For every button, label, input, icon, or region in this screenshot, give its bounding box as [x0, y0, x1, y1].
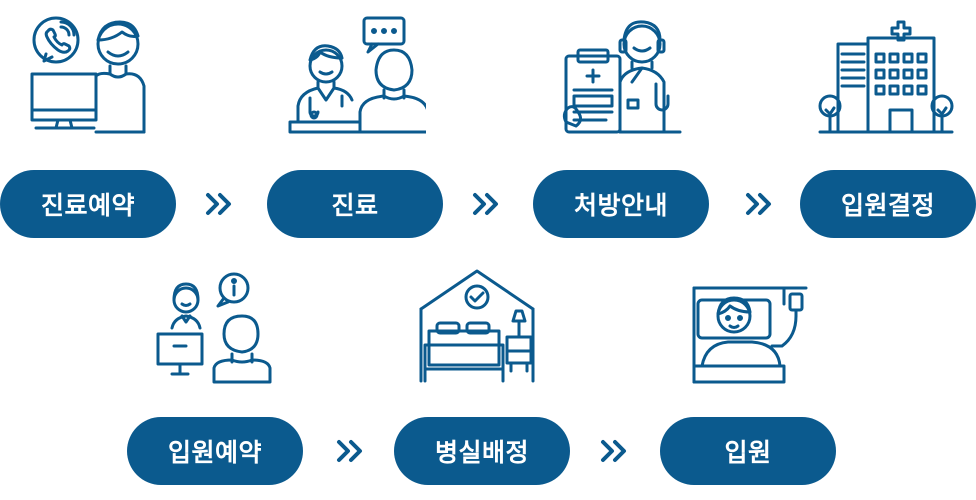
step-room-assignment-pill: 병실배정: [394, 417, 570, 485]
double-chevron-right-icon: [472, 192, 502, 216]
step-label: 입원: [724, 438, 772, 467]
step-label: 처방안내: [573, 191, 668, 220]
prescription-nurse-icon: [560, 14, 685, 139]
double-chevron-right-icon: [600, 439, 630, 463]
doctor-consultation-icon: [286, 14, 426, 139]
step-admission-pill: 입원: [660, 417, 836, 485]
step-label: 진료: [331, 191, 379, 220]
step-prescription-pill: 처방안내: [533, 170, 709, 238]
phone-reservation-icon: [28, 14, 153, 139]
step-appointment-pill: 진료예약: [0, 170, 176, 238]
patient-in-bed-icon: [688, 278, 813, 388]
hospital-building-icon: [816, 14, 956, 139]
step-label: 병실배정: [434, 438, 529, 467]
step-label: 진료예약: [40, 191, 135, 220]
double-chevron-right-icon: [205, 192, 235, 216]
reception-desk-info-icon: [152, 270, 277, 388]
double-chevron-right-icon: [336, 439, 366, 463]
double-chevron-right-icon: [745, 192, 775, 216]
step-admission-decision-pill: 입원결정: [800, 170, 976, 238]
hospital-room-bed-icon: [415, 265, 540, 389]
step-label: 입원예약: [167, 438, 262, 467]
step-consultation-pill: 진료: [267, 170, 443, 238]
step-admission-reservation-pill: 입원예약: [127, 417, 303, 485]
step-label: 입원결정: [840, 191, 935, 220]
